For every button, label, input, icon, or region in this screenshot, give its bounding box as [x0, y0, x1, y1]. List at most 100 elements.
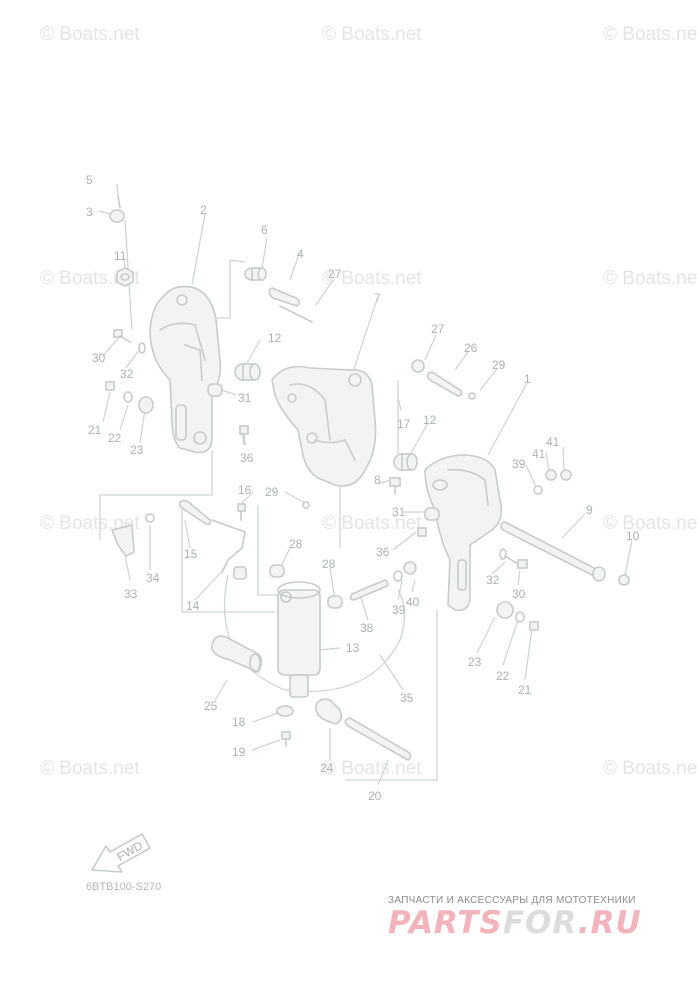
- part-14-lever-arm: [211, 519, 247, 580]
- part-21-screw-right: [529, 621, 539, 631]
- callout: 13: [346, 641, 360, 655]
- callout: 14: [186, 599, 200, 613]
- part-11-nut: [116, 267, 134, 287]
- callout: 3: [86, 205, 93, 219]
- watermark: © Boats.net: [603, 513, 698, 534]
- part-38-bolt: [349, 579, 389, 601]
- callout-numbers: 5 3 11 2 6 4 27 7 30 32 12 31 21 22 23 3…: [86, 173, 640, 803]
- diagram-code: 6BTB100-S270: [86, 881, 162, 893]
- callout: 4: [297, 247, 304, 261]
- part-12-bushing-left: [234, 363, 261, 381]
- part-41-nut-a: [545, 469, 557, 481]
- part-26-pin: [426, 371, 463, 397]
- callout: 23: [468, 655, 482, 669]
- part-32-washer-right: [499, 548, 507, 560]
- callout: 17: [397, 417, 411, 431]
- part-22-washer-right: [515, 611, 525, 623]
- callout: 10: [626, 529, 640, 543]
- callout: 41: [546, 435, 560, 449]
- callout: 25: [204, 699, 218, 713]
- part-8-bolt: [389, 477, 401, 495]
- callout: 12: [423, 413, 437, 427]
- part-29-clip-lower: [302, 501, 310, 509]
- part-15-lever-grip: [178, 499, 212, 525]
- callout: 28: [322, 557, 336, 571]
- part-23-bushing-right: [496, 601, 514, 619]
- callout: 2: [200, 203, 207, 217]
- callout: 21: [88, 423, 102, 437]
- watermark: © Boats.net: [603, 758, 698, 779]
- callout: 40: [406, 595, 420, 609]
- callout: 35: [400, 691, 414, 705]
- watermark: © Boats.net: [603, 268, 698, 289]
- part-41-nut-b: [560, 469, 572, 481]
- callout: 5: [86, 173, 93, 187]
- part-2-left-bracket: [149, 285, 222, 454]
- part-23-bushing-left: [138, 396, 154, 414]
- callout: 29: [265, 485, 279, 499]
- part-6-bushing: [244, 267, 267, 281]
- watermark: © Boats.net: [322, 268, 422, 289]
- part-39-washer-lower: [393, 570, 403, 582]
- callout: 7: [374, 291, 381, 305]
- callout: 6: [261, 223, 268, 237]
- callout: 32: [486, 573, 500, 587]
- callout: 23: [130, 443, 144, 457]
- part-31-collar-left: [207, 383, 223, 397]
- callout: 19: [232, 745, 246, 759]
- part-13-gas-cylinder: [277, 581, 321, 698]
- part-5-pin: [117, 195, 121, 209]
- callout: 9: [586, 503, 593, 517]
- callout: 36: [240, 451, 254, 465]
- callout: 11: [114, 249, 127, 263]
- leader-lines: [98, 183, 633, 786]
- callout: 32: [120, 367, 134, 381]
- part-30-bolt-right: [504, 555, 528, 569]
- part-36-bolt-left: [239, 425, 249, 445]
- callout: 39: [392, 603, 406, 617]
- part-20-shaft: [344, 717, 412, 761]
- part-25-damper: [211, 635, 263, 674]
- watermark: © Boats.net: [40, 268, 140, 289]
- callout: 36: [376, 545, 390, 559]
- part-3-nut: [109, 209, 125, 223]
- callout: 41: [532, 447, 546, 461]
- part-40-nut: [403, 561, 417, 575]
- watermark: © Boats.net: [40, 24, 140, 45]
- fwd-arrow-icon: FWD: [91, 833, 151, 873]
- callout: 33: [124, 587, 138, 601]
- callout: 21: [518, 683, 532, 697]
- part-36-bolt-right: [417, 527, 427, 537]
- callout: 30: [92, 351, 106, 365]
- callout: 31: [238, 391, 252, 405]
- part-18-collar: [276, 705, 294, 717]
- callout: 27: [431, 322, 445, 336]
- part-7-swivel-bracket: [271, 365, 377, 487]
- watermark: © Boats.net: [322, 513, 422, 534]
- part-33-clip: [110, 523, 135, 558]
- part-12-bushing-right: [393, 453, 418, 471]
- footer-tagline: ЗАПЧАСТИ И АКСЕССУАРЫ ДЛЯ МОТОТЕХНИКИ: [388, 895, 636, 906]
- part-28-collar-right: [327, 595, 343, 609]
- callout: 16: [238, 483, 252, 497]
- part-37-rod: [279, 305, 313, 323]
- part-22-washer-left: [123, 391, 133, 403]
- part-39-washer-upper: [533, 485, 543, 495]
- part-30-bolt-left: [113, 329, 131, 343]
- part-29-clip: [468, 392, 476, 400]
- brand-logo-part3: .RU: [577, 905, 642, 941]
- callout: 34: [146, 571, 160, 585]
- part-32-washer-left: [138, 342, 146, 354]
- callout: 26: [464, 341, 478, 355]
- callout: 39: [512, 457, 526, 471]
- callout: 28: [289, 537, 303, 551]
- brand-logo-part1: PARTS: [388, 905, 503, 941]
- callout: 18: [232, 715, 246, 729]
- part-10-bolt: [618, 574, 630, 586]
- watermark: © Boats.net: [322, 758, 422, 779]
- callout: 27: [328, 267, 342, 281]
- part-24-bushing: [314, 698, 343, 725]
- callout: 31: [392, 505, 406, 519]
